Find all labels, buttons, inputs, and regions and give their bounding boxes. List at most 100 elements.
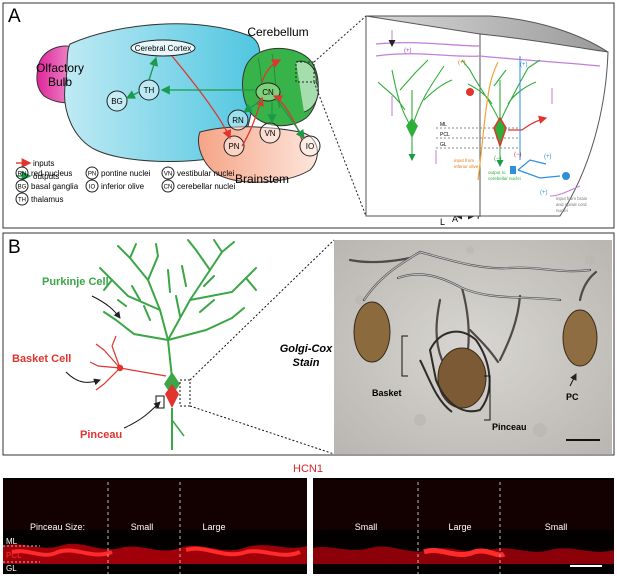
c-right-large: Large xyxy=(448,522,471,532)
sign-plus-4: (+) xyxy=(544,154,552,160)
legend-label-io: inferior olive xyxy=(101,182,145,191)
hcn1-image-right xyxy=(313,478,614,574)
purkinje-arrow xyxy=(91,295,121,319)
cerebral-cortex-node xyxy=(130,39,196,57)
block-ml: ML xyxy=(440,122,447,128)
block-pcl: PCL xyxy=(440,132,450,138)
legend-outputs: outputs xyxy=(33,172,59,181)
hcn1-label: HCN1 xyxy=(293,463,323,475)
node-cn-label: CN xyxy=(262,88,274,97)
pinceau-label: Pinceau xyxy=(80,429,122,441)
legend-abbr-rn: RN xyxy=(18,172,27,178)
legend: inputs outputs RN red nucleus PN pontine nu… xyxy=(15,158,235,206)
brainstem-label: Brainstem xyxy=(235,172,289,186)
node-th: TH xyxy=(138,79,160,101)
note-out-1: output to xyxy=(488,170,506,175)
legend-circle-vn xyxy=(161,166,175,180)
basket-arrow xyxy=(65,371,101,386)
purkinje-cell-drawing xyxy=(99,239,257,379)
node-pn: PN xyxy=(223,135,245,157)
legend-abbr-pn: PN xyxy=(88,172,96,178)
cerebellar-block: ML PCL GL (+) (+) (+) (−) (−) (+) (+) in… xyxy=(365,15,609,217)
legend-label-th: thalamus xyxy=(31,195,63,204)
c-left-large: Large xyxy=(202,522,225,532)
soma-zoom-box xyxy=(179,379,191,407)
node-bg-label: BG xyxy=(111,97,123,106)
purkinje-cell-label: Purkinje Cell xyxy=(42,276,109,288)
axis-a: A xyxy=(452,214,458,224)
micro-pinceau-label: Pinceau xyxy=(492,422,527,432)
block-gl: GL xyxy=(440,142,447,148)
legend-circle-cn xyxy=(161,179,175,193)
node-rn-label: RN xyxy=(232,116,244,125)
legend-abbr-cn: CN xyxy=(164,185,173,191)
basket-cell-label: Basket Cell xyxy=(12,353,71,365)
micro-basket-label: Basket xyxy=(372,388,402,398)
c-pcl-label: PCL xyxy=(6,551,22,560)
output-pathways xyxy=(125,56,305,140)
pinceau-size-label: Pinceau Size: xyxy=(30,522,85,532)
sign-plus-5: (+) xyxy=(540,190,548,196)
hcn1-image-left xyxy=(3,478,307,574)
zoom-box xyxy=(295,61,315,83)
legend-circle-th xyxy=(15,192,29,206)
brainstem-shape xyxy=(198,126,318,183)
panel-a-label: A xyxy=(8,6,21,27)
c-left-small: Small xyxy=(131,522,154,532)
note-brain-3: nuclei xyxy=(556,208,568,213)
c-gl-label: GL xyxy=(6,564,17,573)
legend-label-pn: pontine nuclei xyxy=(101,169,151,178)
zoom-line-b1 xyxy=(189,239,335,381)
node-vn-label: VN xyxy=(264,129,275,138)
stain-label-1: Golgi-Cox xyxy=(280,343,333,355)
legend-circle-bg xyxy=(15,179,29,193)
legend-circle-io xyxy=(85,179,99,193)
cerebellum-label: Cerebellum xyxy=(247,25,308,39)
legend-label-cn: cerebellar nuclei xyxy=(177,182,235,191)
note-out-2: cerebellar nuclei xyxy=(488,176,521,181)
sign-plus-1: (+) xyxy=(404,48,412,54)
note-io-1: input from xyxy=(454,158,474,163)
zoom-line-bottom xyxy=(313,81,367,217)
panel-a-frame xyxy=(2,2,615,229)
legend-abbr-bg: BG xyxy=(18,185,27,191)
note-brain-1: input from brain xyxy=(556,196,588,201)
legend-circle-rn xyxy=(15,166,29,180)
axis-l: L xyxy=(440,217,445,227)
legend-abbr-th: TH xyxy=(18,198,26,204)
golgi-cox-micrograph: Basket Pinceau PC xyxy=(334,240,612,454)
pinceau-bracket xyxy=(155,395,165,409)
c-right-small-2: Small xyxy=(545,522,568,532)
stain-label-2: Stain xyxy=(293,357,320,369)
c-right-small-1: Small xyxy=(355,522,378,532)
legend-label-bg: basal ganglia xyxy=(31,182,79,191)
node-bg: BG xyxy=(106,90,128,112)
node-rn: RN xyxy=(227,109,249,131)
node-vn: VN xyxy=(259,122,281,144)
c-ml-label: ML xyxy=(6,537,18,546)
node-io-label: IO xyxy=(306,142,314,151)
pinceau-shape xyxy=(165,384,179,408)
sign-minus-2: (−) xyxy=(494,156,502,162)
sign-minus-1: (−) xyxy=(514,152,522,158)
basket-soma xyxy=(116,364,124,372)
legend-inputs: inputs xyxy=(33,159,54,168)
pinceau-arrow xyxy=(123,401,161,429)
panel-b-label: B xyxy=(8,237,21,258)
panel-b-frame xyxy=(2,232,615,456)
olfactory-bulb-label-2: Bulb xyxy=(48,75,72,89)
node-pn-label: PN xyxy=(228,142,239,151)
zoom-line-top xyxy=(313,15,367,63)
sign-plus-2: (+) xyxy=(458,60,466,66)
legend-label-vn: vestibular nuclei xyxy=(177,169,235,178)
cerebral-cortex-label: Cerebral Cortex xyxy=(135,44,191,53)
micro-pc-label: PC xyxy=(566,392,579,402)
note-brain-2: and spinal cord xyxy=(556,202,587,207)
legend-abbr-io: IO xyxy=(89,185,96,191)
legend-label-rn: red nucleus xyxy=(31,169,72,178)
basket-cell-drawing xyxy=(89,335,167,391)
node-th-label: TH xyxy=(144,86,155,95)
sign-plus-3: (+) xyxy=(520,62,528,68)
